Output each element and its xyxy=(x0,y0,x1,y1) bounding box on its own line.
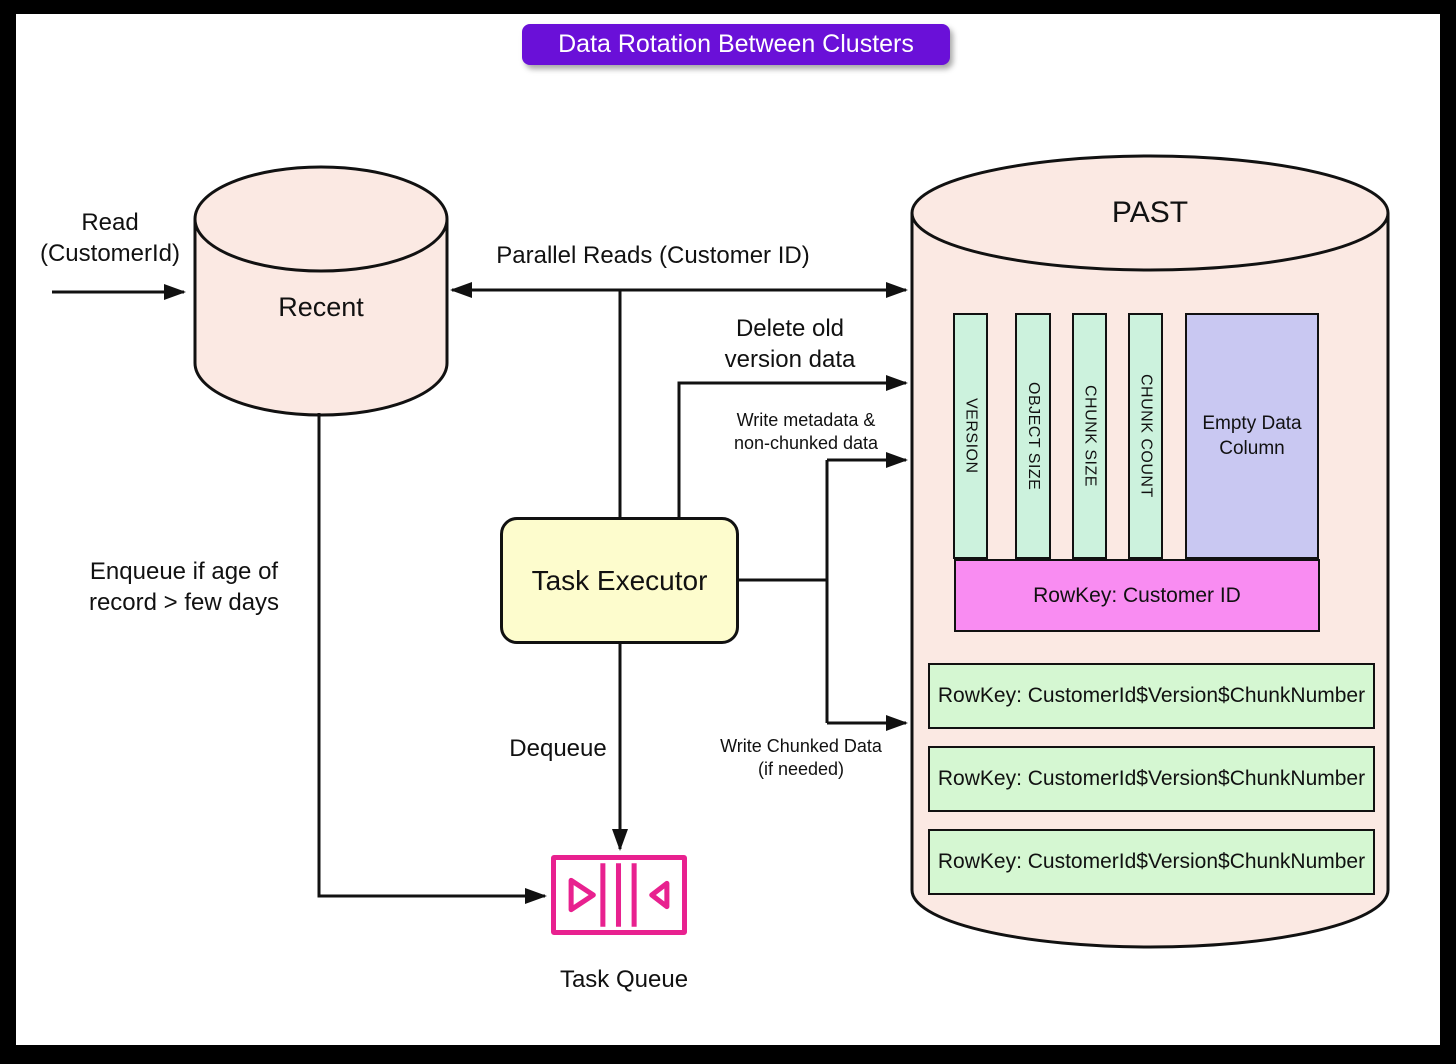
past-empty-data-column: Empty Data Column xyxy=(1185,313,1319,559)
edge-label-delete-old: Delete old version data xyxy=(724,315,856,373)
edge-label-parallel-reads: Parallel Reads (Customer ID) xyxy=(496,242,810,269)
past-label: PAST xyxy=(1111,196,1189,229)
task-executor-node: Task Executor xyxy=(500,517,739,644)
diagram-title: Data Rotation Between Clusters xyxy=(522,24,950,65)
past-rowkey-chunk-row-2: RowKey: CustomerId$Version$ChunkNumber xyxy=(928,746,1375,812)
queue-icon xyxy=(568,863,670,927)
past-rowkey-chunk-row-3: RowKey: CustomerId$Version$ChunkNumber xyxy=(928,829,1375,895)
past-column-object-size: OBJECT SIZE xyxy=(1015,313,1051,559)
edge-label-write-metadata: Write metadata & non-chunked data xyxy=(733,410,879,453)
past-column-version: VERSION xyxy=(953,313,988,559)
edge-delete-old-arrow xyxy=(677,375,908,517)
past-column-chunk-size: CHUNK SIZE xyxy=(1072,313,1107,559)
edge-label-dequeue: Dequeue xyxy=(509,735,607,762)
recent-cylinder xyxy=(193,165,449,417)
past-rowkey-chunk-row-1: RowKey: CustomerId$Version$ChunkNumber xyxy=(928,663,1375,729)
edge-label-read: Read (CustomerId) xyxy=(39,209,181,267)
edge-label-enqueue: Enqueue if age of record > few days xyxy=(88,558,280,616)
task-queue-label: Task Queue xyxy=(559,966,689,993)
past-column-chunk-count: CHUNK COUNT xyxy=(1128,313,1163,559)
edge-enqueue-arrow xyxy=(317,413,547,904)
edge-label-write-chunked: Write Chunked Data (if needed) xyxy=(720,736,882,779)
task-queue-node xyxy=(551,855,687,935)
past-rowkey-customer-box: RowKey: Customer ID xyxy=(954,559,1320,632)
recent-label: Recent xyxy=(278,292,364,322)
